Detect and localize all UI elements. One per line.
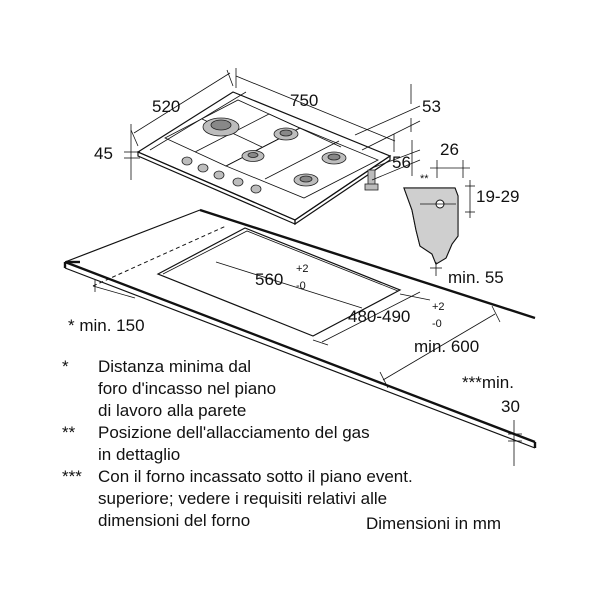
- svg-text:+2: +2: [296, 263, 309, 275]
- svg-text:* min. 150: * min. 150: [68, 316, 145, 335]
- svg-text:560: 560: [255, 270, 283, 289]
- burner-icon: [241, 150, 265, 162]
- svg-text:30: 30: [501, 397, 520, 416]
- note-text: Posizione dell'allacciamento del gas in …: [98, 423, 370, 464]
- dimension-480-490: 480-490 +2 -0: [312, 291, 445, 346]
- svg-text:56: 56: [392, 153, 411, 172]
- svg-text:750: 750: [290, 91, 318, 110]
- dimension-560: 560 +2 -0: [215, 261, 363, 309]
- gas-connection-detail: 26 ** 19-29 min. 55: [403, 140, 519, 287]
- svg-text:min. 55: min. 55: [448, 268, 504, 287]
- dimension-min-30: ***min. 30: [462, 373, 522, 466]
- burner-icon: [273, 127, 299, 141]
- worktop-drawing: 560 +2 -0 480-490 +2 -0 * min. 150 min. …: [63, 208, 537, 466]
- svg-text:19-29: 19-29: [476, 187, 519, 206]
- burner-icon: [321, 151, 347, 165]
- svg-text:53: 53: [422, 97, 441, 116]
- note-mark: ***: [62, 467, 82, 486]
- dimension-750: 750: [235, 68, 396, 152]
- control-knobs: [181, 156, 262, 194]
- note-mark: *: [62, 357, 69, 376]
- burner-icon: [293, 173, 319, 187]
- svg-text:**: **: [420, 173, 429, 185]
- svg-text:***min.: ***min.: [462, 373, 514, 392]
- svg-text:45: 45: [94, 144, 113, 163]
- dimension-45: 45: [94, 124, 140, 180]
- dimension-520: 520: [130, 69, 234, 147]
- note-item: *** Con il forno incassato sotto il pian…: [62, 466, 562, 532]
- svg-text:-0: -0: [432, 318, 442, 330]
- gas-connector-icon: [364, 169, 379, 191]
- dimension-56: 56: [371, 140, 421, 181]
- svg-text:480-490: 480-490: [348, 307, 410, 326]
- svg-text:+2: +2: [432, 301, 445, 313]
- svg-text:26: 26: [440, 140, 459, 159]
- dimension-min-600: min. 600: [379, 305, 501, 389]
- dimension-min-150: * min. 150: [68, 280, 145, 335]
- svg-text:520: 520: [152, 97, 180, 116]
- burner-wok-icon: [202, 117, 240, 137]
- dimension-53: 53: [354, 84, 441, 151]
- note-text: Distanza minima dal foro d'incasso nel p…: [98, 357, 277, 420]
- note-item: ** Posizione dell'allacciamento del gas …: [62, 422, 562, 466]
- units-label: Dimensioni in mm: [366, 514, 502, 533]
- note-item: * Distanza minima dal foro d'incasso nel…: [62, 356, 562, 422]
- notes-list: * Distanza minima dal foro d'incasso nel…: [62, 356, 562, 532]
- svg-text:min. 600: min. 600: [414, 337, 479, 356]
- hob-drawing: 520 750 45 53 56: [94, 68, 441, 226]
- note-mark: **: [62, 423, 76, 442]
- note-text: Con il forno incassato sotto il piano ev…: [98, 467, 413, 530]
- svg-text:-0: -0: [296, 280, 306, 292]
